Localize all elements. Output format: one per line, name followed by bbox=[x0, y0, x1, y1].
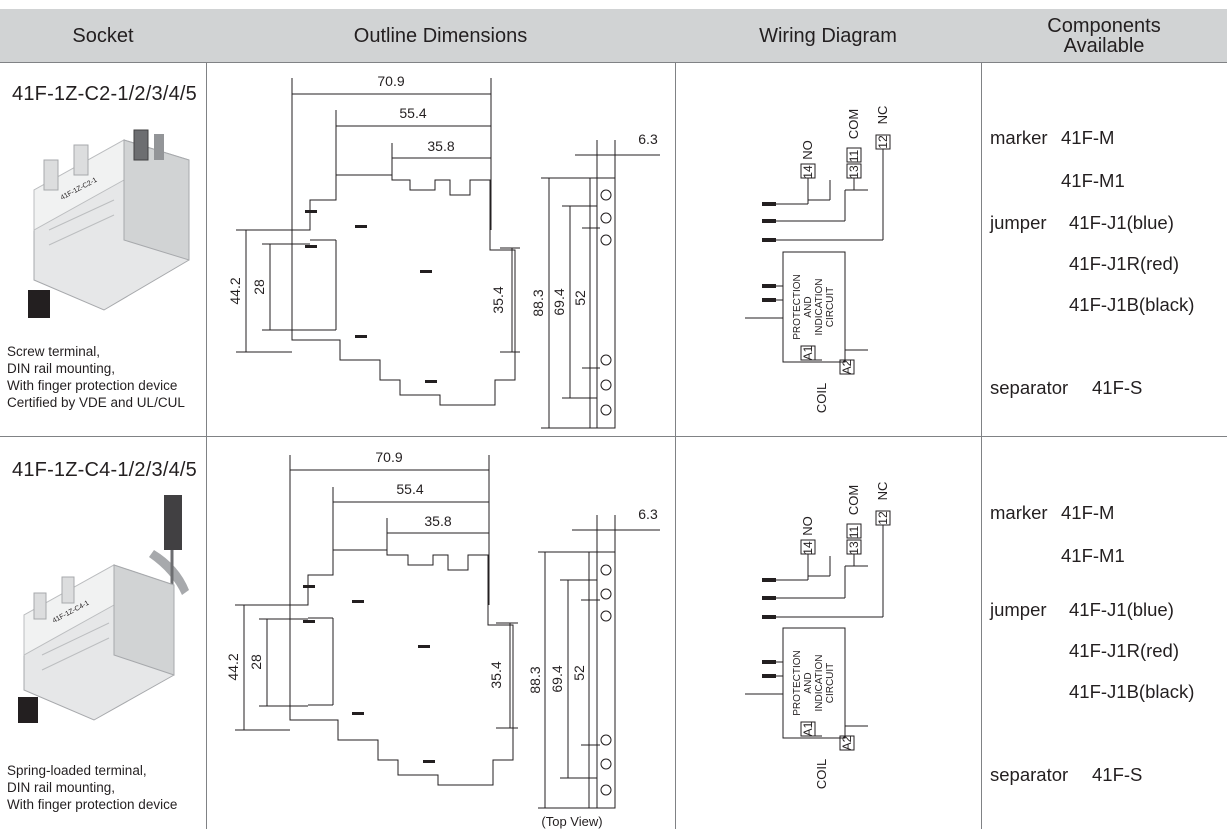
dim-width-overall: 70.9 bbox=[377, 73, 404, 89]
header-socket: Socket bbox=[72, 24, 134, 47]
component-type: marker bbox=[990, 127, 1048, 148]
terminal-no-label: NO bbox=[800, 516, 815, 536]
component-part: 41F-J1(blue) bbox=[1069, 599, 1174, 620]
svg-text:CIRCUIT: CIRCUIT bbox=[825, 287, 836, 328]
svg-text:PROTECTION: PROTECTION bbox=[792, 274, 803, 340]
dim-width-inner: 35.8 bbox=[424, 513, 451, 529]
component-type: jumper bbox=[990, 212, 1047, 233]
dim-height-side: 88.3 bbox=[530, 289, 546, 316]
coil-label: COIL bbox=[814, 383, 829, 413]
component-part: 41F-M1 bbox=[1061, 170, 1125, 191]
socket-model-name: 41F-1Z-C4-1/2/3/4/5 bbox=[12, 459, 197, 481]
dim-height-side-inner: 52 bbox=[572, 290, 588, 306]
terminal-com-label: COM bbox=[846, 485, 861, 515]
dim-height-side-inner: 52 bbox=[571, 665, 587, 681]
socket-photo: 41F-1Z-C4-1 bbox=[18, 495, 189, 723]
column-divider-3 bbox=[981, 62, 982, 829]
dim-width-mid: 55.4 bbox=[396, 481, 423, 497]
dim-height-side: 88.3 bbox=[527, 666, 543, 693]
terminal-com-number-2: 13 bbox=[847, 541, 861, 555]
header-outline-dimensions: Outline Dimensions bbox=[353, 24, 528, 47]
socket-model-name: 41F-1Z-C2-1/2/3/4/5 bbox=[12, 83, 197, 105]
dim-width-inner: 35.8 bbox=[427, 138, 454, 154]
component-part: 41F-J1R(red) bbox=[1069, 253, 1179, 274]
outline-drawing: 70.9 55.4 35.8 6.3 44.2 28 35.4 88.3 69.… bbox=[225, 449, 660, 829]
protection-circuit-label: PROTECTION AND INDICATION CIRCUIT bbox=[792, 650, 836, 716]
component-part: 41F-J1R(red) bbox=[1069, 640, 1179, 661]
dim-height-side-mid: 69.4 bbox=[549, 665, 565, 692]
header-wiring-diagram: Wiring Diagram bbox=[759, 24, 897, 47]
desc-line: DIN rail mounting, bbox=[7, 780, 116, 795]
component-part: 41F-J1(blue) bbox=[1069, 212, 1174, 233]
terminal-no-number: 14 bbox=[801, 165, 815, 179]
desc-line: With finger protection device bbox=[7, 797, 178, 812]
svg-text:AND: AND bbox=[803, 672, 814, 693]
component-type: separator bbox=[990, 764, 1069, 785]
component-part: 41F-J1B(black) bbox=[1069, 294, 1195, 315]
terminal-a2: A2 bbox=[840, 359, 854, 374]
component-part: 41F-S bbox=[1092, 377, 1143, 398]
socket-description: Screw terminal, DIN rail mounting, With … bbox=[7, 343, 185, 411]
terminal-a1: A1 bbox=[801, 721, 815, 736]
wiring-diagram: 14 NO 11 13 COM 12 NC PROTECTION AND IND… bbox=[745, 106, 891, 413]
terminal-com-number-1: 11 bbox=[847, 525, 861, 538]
terminal-no-number: 14 bbox=[801, 541, 815, 555]
dim-height-inner-left: 28 bbox=[251, 279, 267, 295]
coil-label: COIL bbox=[814, 759, 829, 789]
protection-circuit-label: PROTECTION AND INDICATION CIRCUIT bbox=[792, 274, 836, 340]
desc-line: Spring-loaded terminal, bbox=[7, 763, 147, 778]
dim-width-side: 6.3 bbox=[638, 506, 658, 522]
component-type: jumper bbox=[990, 599, 1047, 620]
header-components-available: Components Available bbox=[1047, 14, 1161, 57]
outline-drawing: 70.9 55.4 35.8 6.3 44.2 28 35.4 88.3 69.… bbox=[227, 73, 660, 429]
wiring-diagram: 14 NO 11 13 COM 12 NC PROTECTION AND IND… bbox=[745, 482, 891, 789]
top-view-caption: (Top View) bbox=[541, 814, 602, 829]
table-header bbox=[0, 9, 1227, 62]
component-part: 41F-M bbox=[1061, 127, 1115, 148]
svg-text:INDICATION: INDICATION bbox=[814, 278, 825, 335]
terminal-nc-number: 12 bbox=[876, 135, 890, 149]
dim-height-inner-left: 28 bbox=[248, 654, 264, 670]
header-divider bbox=[0, 62, 1227, 63]
column-divider-2 bbox=[675, 62, 676, 829]
component-part: 41F-J1B(black) bbox=[1069, 681, 1195, 702]
svg-text:CIRCUIT: CIRCUIT bbox=[825, 663, 836, 704]
dim-height-right: 35.4 bbox=[488, 661, 504, 688]
socket-photo: 41F-1Z-C2-1 bbox=[28, 129, 190, 318]
terminal-nc-label: NC bbox=[875, 106, 890, 125]
terminal-a2: A2 bbox=[840, 735, 854, 750]
component-part: 41F-M bbox=[1061, 502, 1115, 523]
terminal-nc-label: NC bbox=[875, 482, 890, 501]
dim-width-overall: 70.9 bbox=[375, 449, 402, 465]
dim-height-left: 44.2 bbox=[225, 653, 241, 680]
terminal-nc-number: 12 bbox=[876, 511, 890, 525]
terminal-com-number-2: 13 bbox=[847, 165, 861, 179]
socket-description: Spring-loaded terminal, DIN rail mountin… bbox=[7, 762, 177, 813]
terminal-com-label: COM bbox=[846, 109, 861, 139]
column-divider-1 bbox=[206, 62, 207, 829]
svg-text:INDICATION: INDICATION bbox=[814, 654, 825, 711]
dim-height-side-mid: 69.4 bbox=[551, 288, 567, 315]
desc-line: DIN rail mounting, bbox=[7, 361, 116, 376]
desc-line: Certified by VDE and UL/CUL bbox=[7, 395, 185, 410]
terminal-no-label: NO bbox=[800, 140, 815, 160]
desc-line: Screw terminal, bbox=[7, 344, 101, 359]
svg-text:AND: AND bbox=[803, 296, 814, 317]
terminal-a1: A1 bbox=[801, 345, 815, 360]
component-type: marker bbox=[990, 502, 1048, 523]
component-type: separator bbox=[990, 377, 1069, 398]
terminal-com-number-1: 11 bbox=[847, 149, 861, 162]
dim-height-right: 35.4 bbox=[490, 286, 506, 313]
dim-height-left: 44.2 bbox=[227, 277, 243, 304]
component-part: 41F-M1 bbox=[1061, 545, 1125, 566]
row-divider bbox=[0, 436, 1227, 437]
dim-width-mid: 55.4 bbox=[399, 105, 426, 121]
svg-text:PROTECTION: PROTECTION bbox=[792, 650, 803, 716]
component-part: 41F-S bbox=[1092, 764, 1143, 785]
dim-width-side: 6.3 bbox=[638, 131, 658, 147]
desc-line: With finger protection device bbox=[7, 378, 178, 393]
